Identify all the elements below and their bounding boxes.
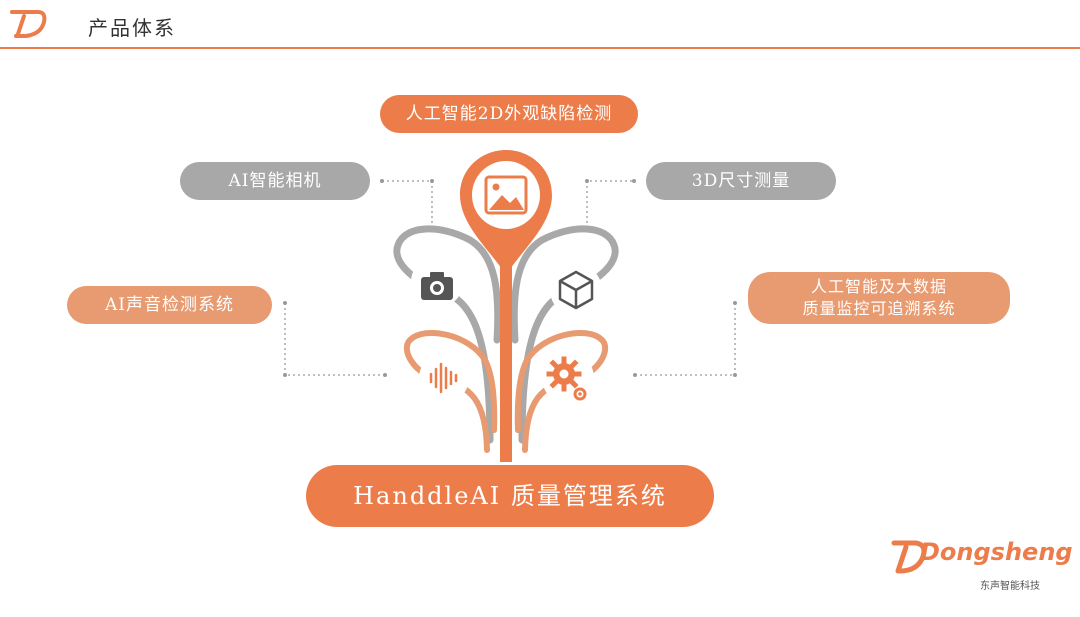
cube-petal [510,225,619,444]
gear-icon [542,352,594,404]
company-logo-icon [10,10,47,38]
node-2d-defect-detection: 人工智能2D外观缺陷检测 [380,95,638,133]
brand-d-icon [891,540,927,574]
header: 产品体系 [0,0,1080,50]
sound-petal [403,329,498,453]
central-stem [460,150,552,462]
bigdata-line-2: 质量监控可追溯系统 [802,299,956,318]
camera-icon [411,256,463,308]
brand-subtitle: 东声智能科技 [980,581,1040,592]
page-title: 产品体系 [88,16,176,40]
node-bigdata-quality-traceability: 人工智能及大数据 质量监控可追溯系统 [748,272,1010,324]
brand-name: Dongsheng [920,538,1073,566]
cube-icon [550,264,602,316]
brand-logo: Dongsheng 东声智能科技 [888,533,1073,593]
gear-petal [514,329,609,453]
node-ai-sound-detection: AI声音检测系统 [67,286,272,324]
node-ai-camera: AI智能相机 [180,162,370,200]
sound-wave-icon [419,353,469,403]
header-divider [0,47,1080,49]
bigdata-line-1: 人工智能及大数据 [810,277,947,296]
center-system-label: HanddleAI 质量管理系统 [306,465,714,527]
node-3d-measurement: 3D尺寸测量 [646,162,836,200]
image-icon [484,175,528,215]
camera-petal [393,225,502,444]
